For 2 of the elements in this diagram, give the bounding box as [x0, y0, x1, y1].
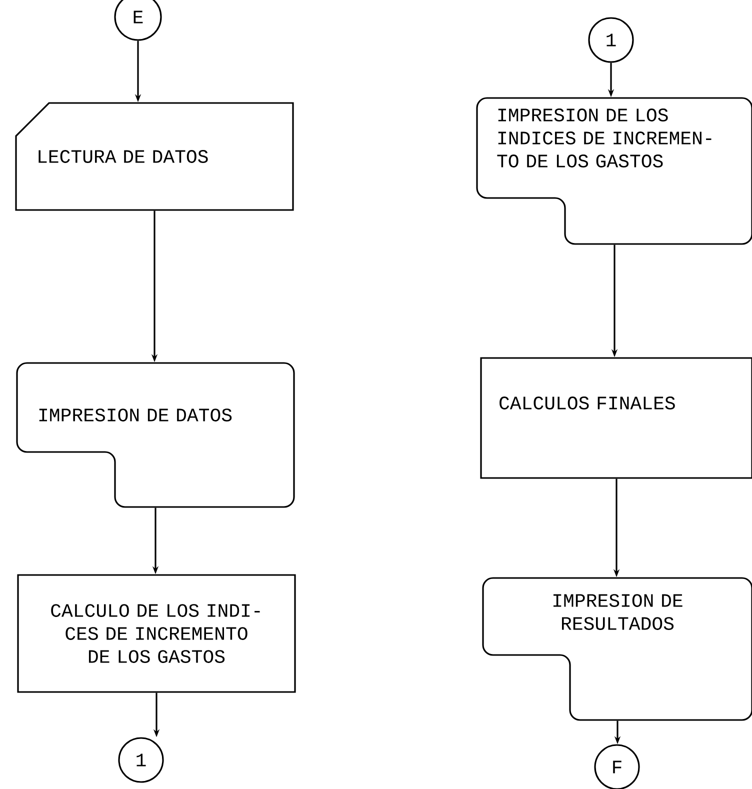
process-box: CALCULOS FINALES	[480, 357, 752, 479]
process-box: CALCULO DE LOS INDI- CES DE INCREMENTO DE LOS GASTOS	[17, 574, 296, 693]
